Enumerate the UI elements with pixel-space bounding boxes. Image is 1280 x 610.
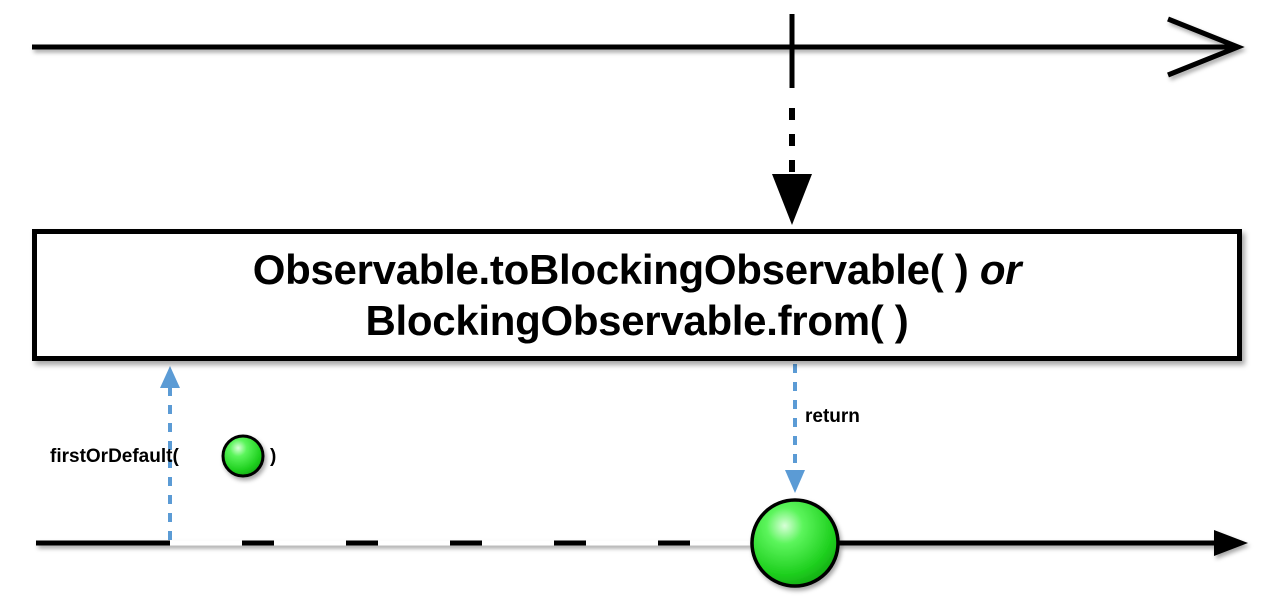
operator-line-1: Observable.toBlockingObservable( ) or — [252, 244, 1022, 295]
first-or-default-close-paren: ) — [270, 446, 277, 467]
result-timeline — [36, 530, 1248, 556]
result-marble-icon — [750, 498, 840, 588]
operator-or-word: or — [979, 245, 1022, 293]
default-value-marble-icon — [221, 434, 265, 478]
return-label: return — [805, 406, 860, 427]
first-or-default-label: firstOrDefault( — [50, 446, 179, 467]
operator-box: Observable.toBlockingObservable( ) or Bl… — [32, 229, 1242, 361]
return-arrow — [785, 364, 805, 493]
operator-line-2: BlockingObservable.from( ) — [365, 297, 909, 344]
call-arrow — [160, 366, 180, 540]
source-timeline — [32, 16, 1245, 78]
operator-title-1: Observable.toBlockingObservable( ) — [252, 245, 969, 293]
dotted-connector-arrow — [772, 108, 812, 225]
